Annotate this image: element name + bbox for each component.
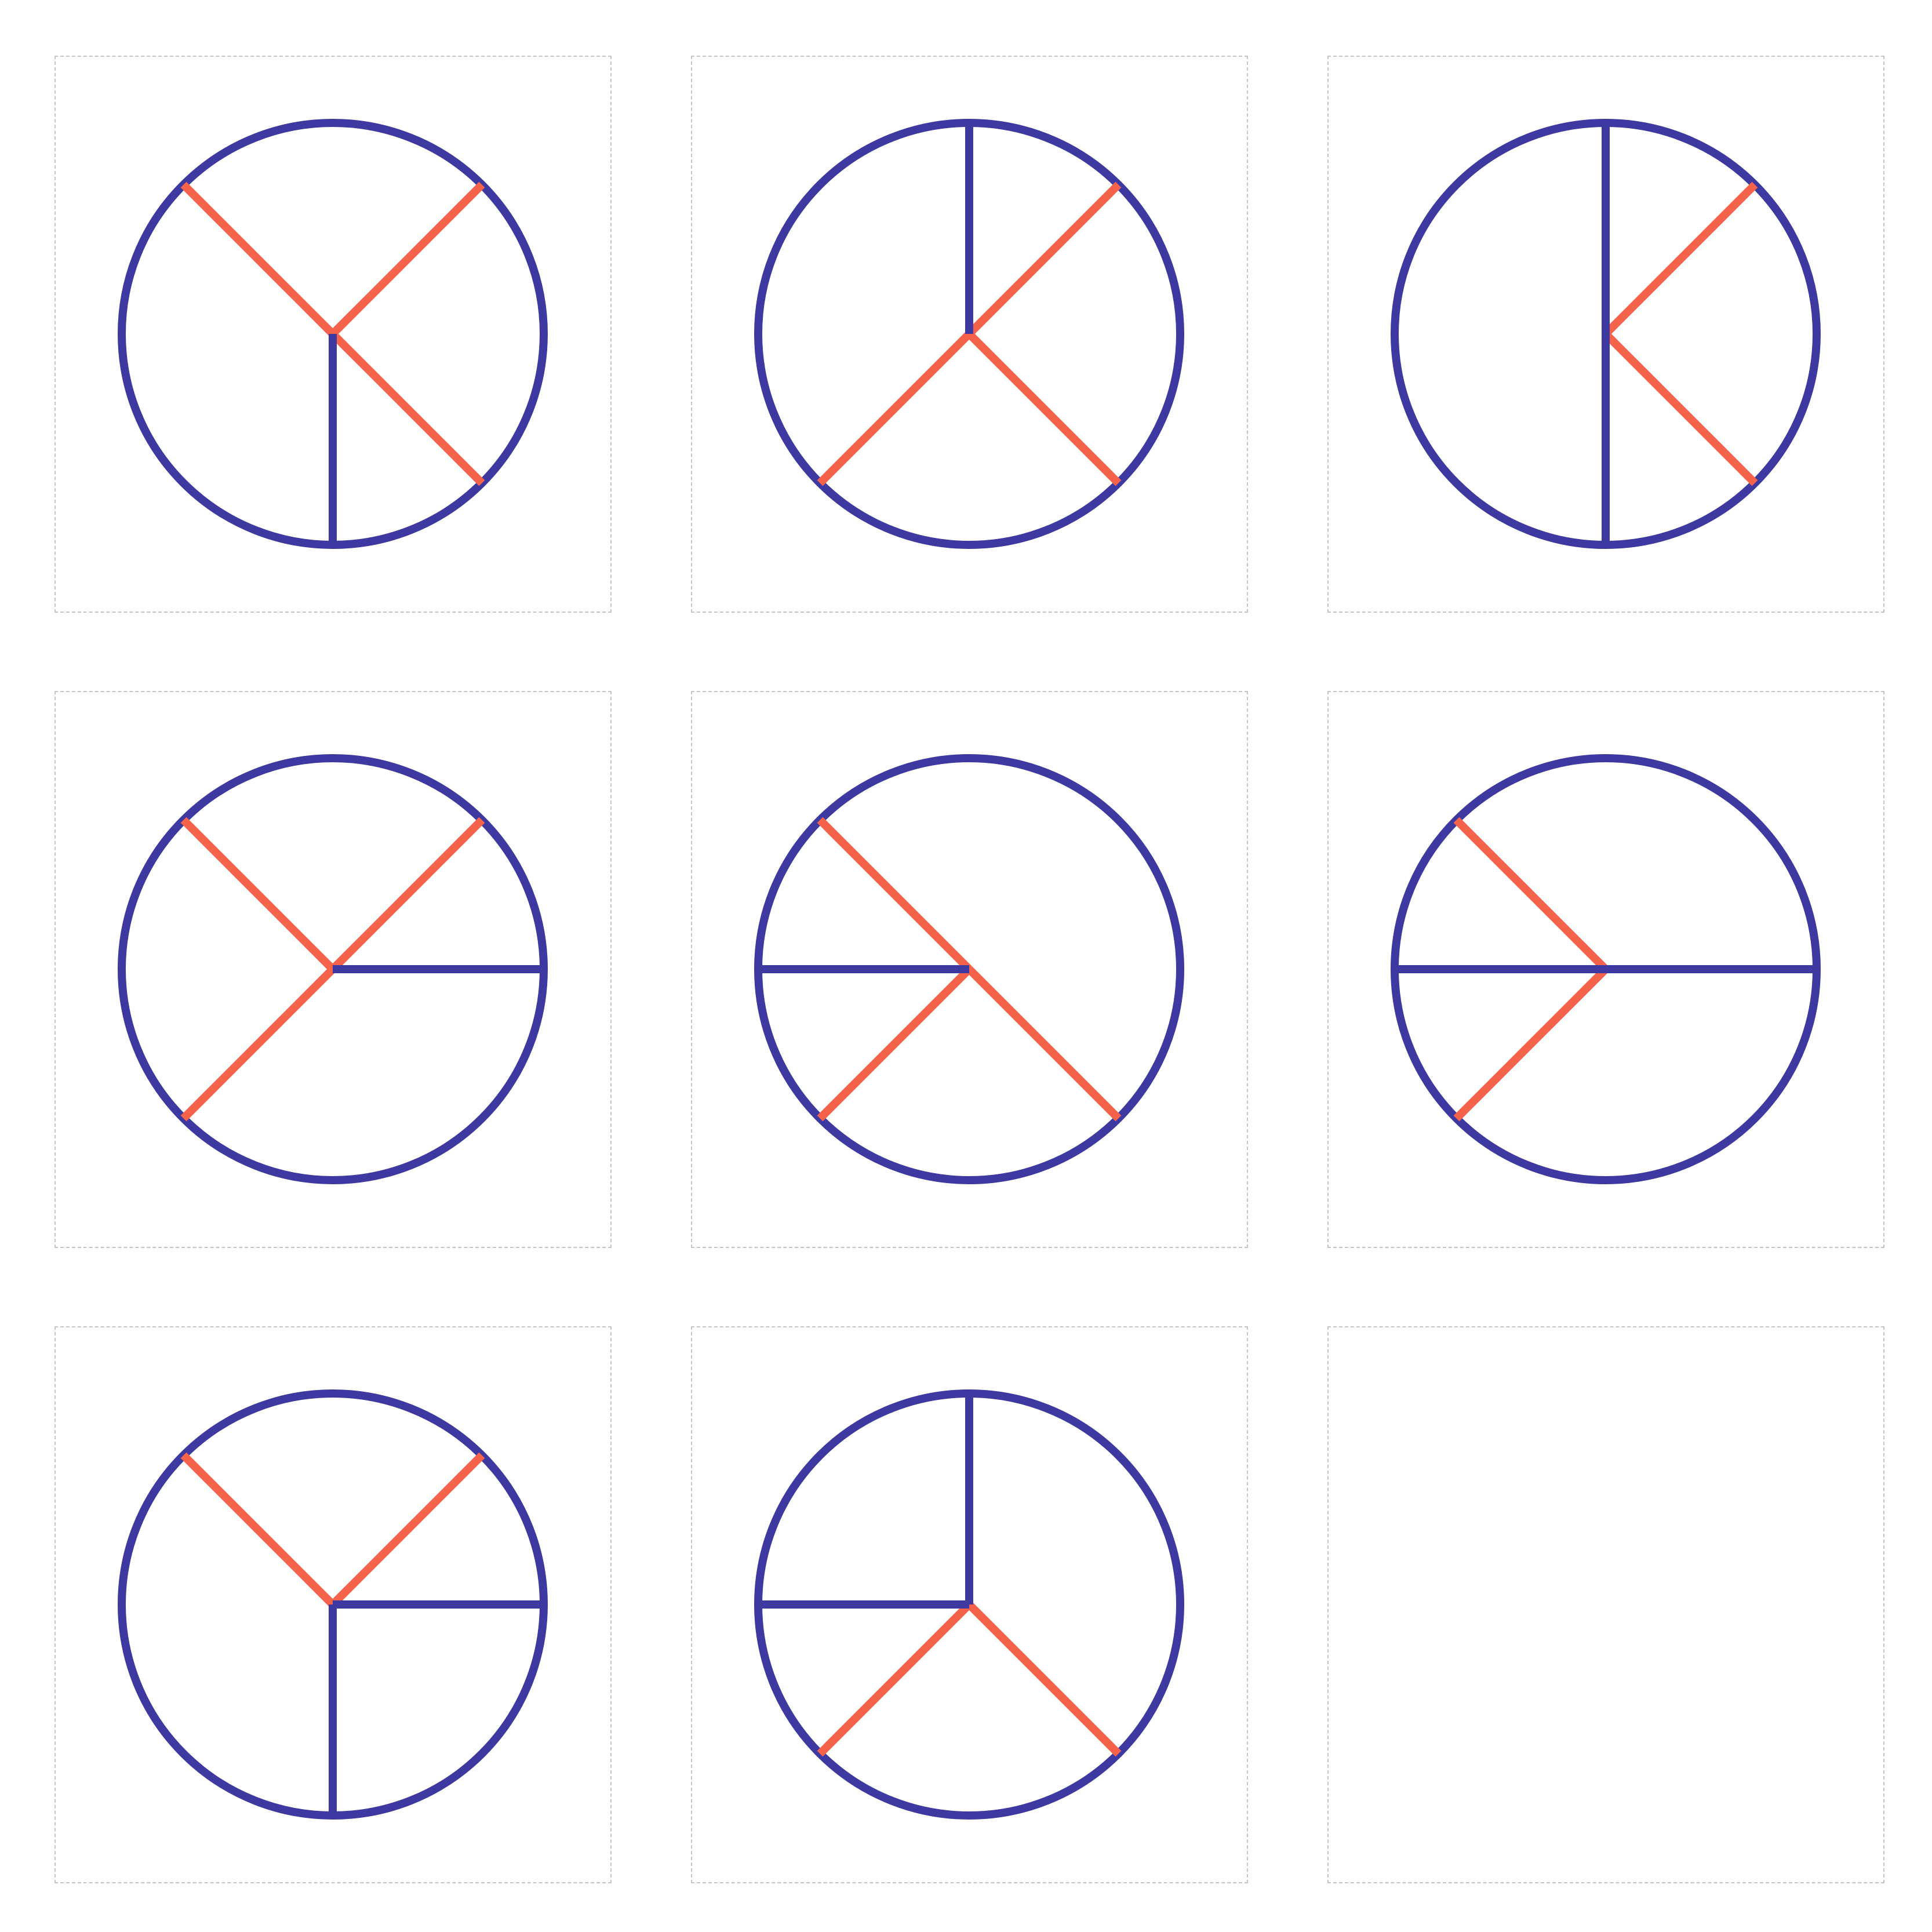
- panel-9-empty: [1327, 1326, 1884, 1883]
- panel-3-drawing: [1391, 119, 1821, 549]
- panel-2-drawing: [754, 119, 1184, 549]
- orange-radius-line: [180, 1452, 336, 1607]
- panel-7-drawing: [118, 1389, 548, 1820]
- panel-9-drawing: [1329, 1327, 1883, 1882]
- panel-6-drawing: [1391, 754, 1821, 1184]
- panel-2: [691, 56, 1248, 613]
- panel-8: [691, 1326, 1248, 1883]
- orange-radius-line: [817, 1602, 972, 1757]
- orange-radius-line: [1453, 966, 1609, 1122]
- orange-radius-line: [1603, 331, 1758, 486]
- orange-radius-line: [817, 966, 972, 1122]
- orange-radius-line: [330, 1452, 485, 1607]
- orange-radius-line: [330, 817, 485, 972]
- orange-radius-line: [966, 331, 1122, 486]
- orange-radius-line: [180, 966, 336, 1122]
- orange-radius-line: [817, 331, 972, 486]
- panel-1-drawing: [118, 119, 548, 549]
- panel-1: [54, 56, 612, 613]
- panel-5: [691, 691, 1248, 1248]
- orange-radius-line: [817, 817, 972, 972]
- orange-radius-line: [180, 181, 336, 337]
- orange-radius-line: [1603, 181, 1758, 337]
- panel-5-drawing: [754, 754, 1184, 1184]
- orange-radius-line: [966, 181, 1122, 337]
- orange-radius-line: [180, 817, 336, 972]
- panel-6: [1327, 691, 1884, 1248]
- panel-4: [54, 691, 612, 1248]
- panel-4-drawing: [118, 754, 548, 1184]
- panel-3: [1327, 56, 1884, 613]
- orange-radius-line: [330, 331, 485, 486]
- panel-8-drawing: [754, 1389, 1184, 1820]
- orange-radius-line: [1453, 817, 1609, 972]
- orange-radius-line: [966, 1602, 1122, 1757]
- orange-radius-line: [966, 966, 1122, 1122]
- orange-radius-line: [330, 181, 485, 337]
- panel-7: [54, 1326, 612, 1883]
